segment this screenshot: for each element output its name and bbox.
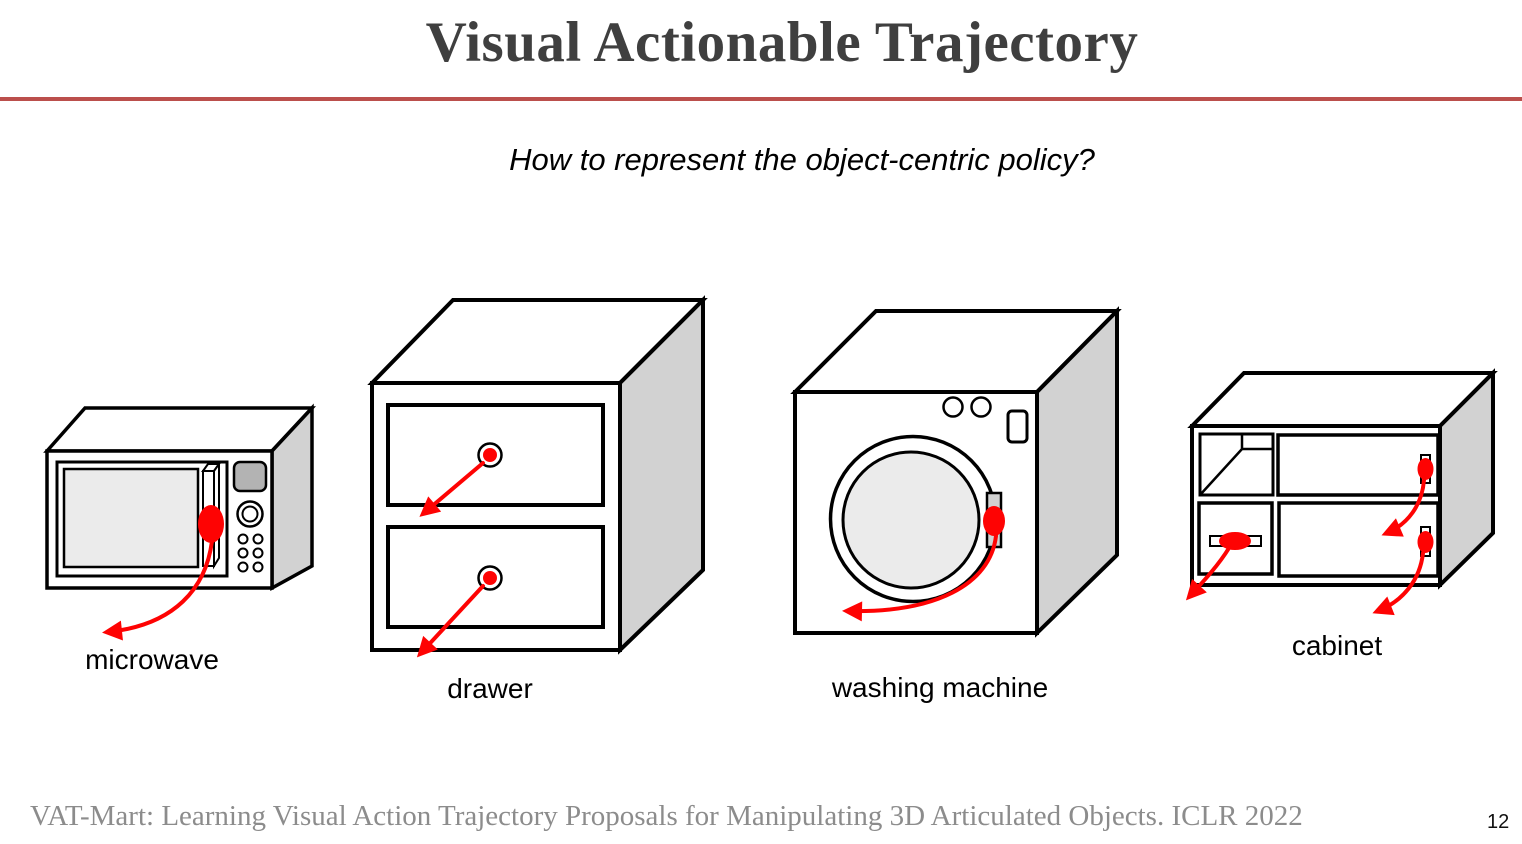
cabinet-top-right-action-point (1417, 458, 1434, 480)
footer-citation: VAT-Mart: Learning Visual Action Traject… (30, 800, 1303, 832)
drawer-top-knob (477, 442, 503, 468)
microwave-action-point (198, 505, 224, 543)
cabinet-illustration (1185, 368, 1498, 616)
washer-window (841, 450, 981, 590)
microwave-top-face (43, 406, 317, 453)
slide-title: Visual Actionable Trajectory (425, 11, 1139, 74)
drawer-top-front (386, 403, 605, 507)
cabinet-bottom-right-action-point (1417, 531, 1434, 553)
drawer-bottom-knob (477, 565, 503, 591)
cabinet-label: cabinet (1291, 630, 1383, 661)
cabinet-bottom-left-trajectory-arrow (1185, 546, 1231, 601)
drawer-bottom-action-point (483, 571, 497, 585)
drawer-top-action-point (483, 448, 497, 462)
cabinet-bottom-right-door (1277, 501, 1440, 578)
cabinet-top-right-trajectory-arrow (1381, 478, 1426, 537)
cabinet-bottom-right-trajectory-arrow (1372, 551, 1425, 616)
microwave-display (232, 460, 268, 493)
microwave-buttons (237, 533, 264, 573)
cabinet-top-right-door (1276, 433, 1440, 497)
microwave-window (62, 467, 200, 569)
washer-knob-2 (970, 396, 992, 418)
washing-machine-label: washing machine (831, 672, 1049, 703)
washer-button (1006, 409, 1029, 444)
drawer-bottom-trajectory-arrow (416, 584, 485, 658)
slide-subtitle: How to represent the object-centric poli… (509, 142, 1095, 177)
drawer-top-trajectory-arrow (419, 461, 485, 517)
title-underline (0, 97, 1522, 101)
washer-action-point (983, 506, 1005, 536)
microwave-label: microwave (85, 644, 219, 675)
microwave-illustration (43, 403, 317, 641)
washer-trajectory-arrow (842, 534, 998, 622)
washer-knob-1 (942, 396, 964, 418)
cabinet-open-compartment (1198, 432, 1275, 497)
microwave-trajectory-arrow (102, 539, 214, 641)
drawer-label: drawer (447, 673, 533, 704)
drawer-bottom-front (386, 525, 605, 629)
microwave-dial (236, 500, 264, 528)
washing-machine-illustration (790, 306, 1122, 638)
cabinet-bottom-left-action-point (1219, 532, 1251, 550)
page-number: 12 (1487, 811, 1510, 833)
drawer-illustration (367, 295, 708, 658)
